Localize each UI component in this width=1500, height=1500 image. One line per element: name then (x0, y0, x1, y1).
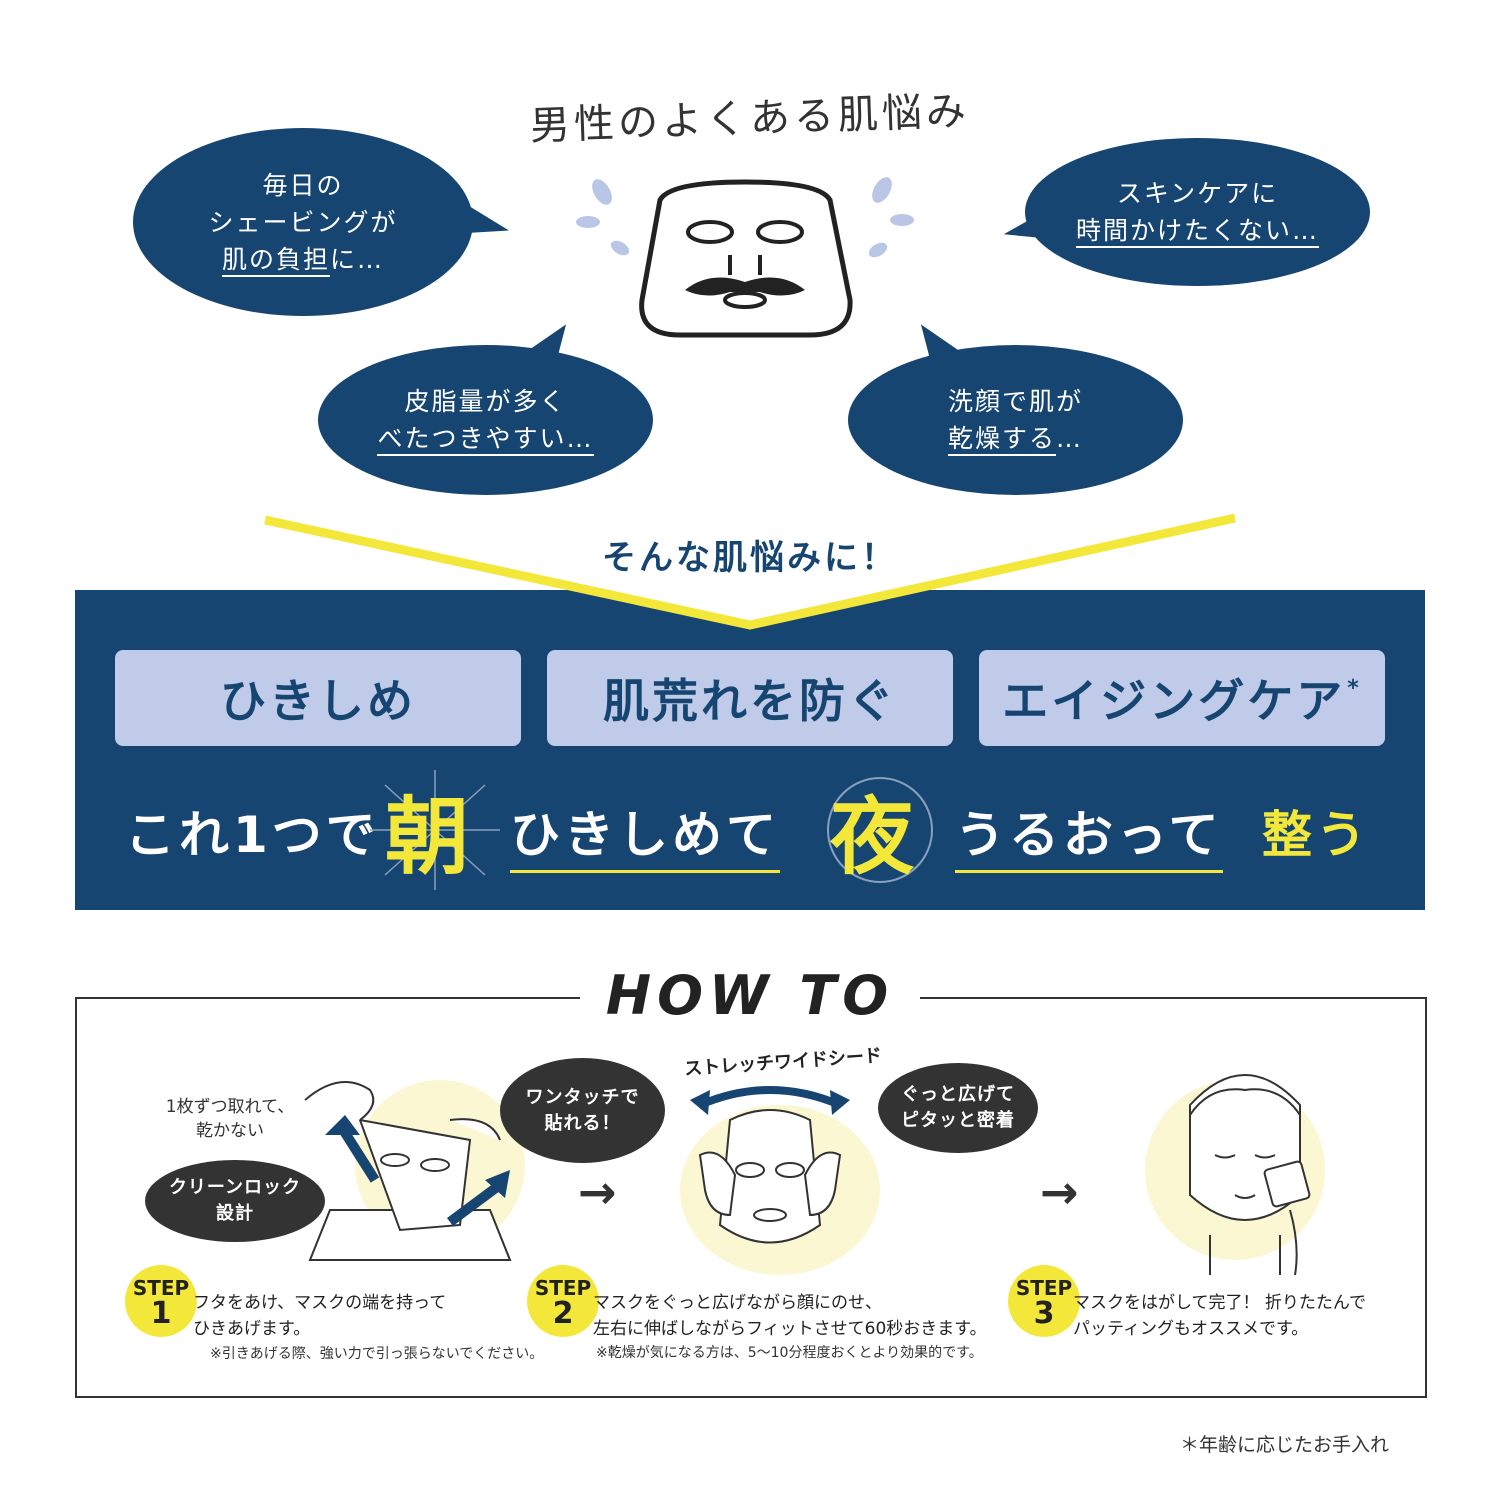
step-text-line: ひきあげます。 (193, 1319, 311, 1339)
step3-text: マスクをはがして完了！ 折りたたんで パッティングもオススメです。 (1073, 1290, 1366, 1342)
howto-title: HOW TO (605, 964, 895, 1027)
footnote: ＊年齢に応じたお手入れ (1180, 1434, 1390, 1456)
pill-label: エイジングケア (1002, 674, 1346, 728)
bubble-text: ぐっと広げて (901, 1084, 1015, 1105)
tagline-night: 夜 (830, 788, 919, 886)
benefit-pill-firming: ひきしめ (115, 650, 521, 746)
bubble-text-underlined: べたつきやすい… (377, 424, 594, 456)
clean-lock-bubble: クリーンロック 設計 (145, 1160, 325, 1242)
step-text-line: マスクをぐっと広げながら顔にのせ、 (593, 1293, 882, 1313)
yellow-chevron (0, 500, 1500, 630)
bubble-text-underlined: 時間かけたくない… (1075, 216, 1319, 248)
step-number: 2 (552, 1296, 574, 1331)
concern-bubble-oily: 皮脂量が多く べたつきやすい… (318, 345, 653, 495)
pill-label: ひきしめ (220, 674, 416, 728)
step2-text: マスクをぐっと広げながら顔にのせ、 左右に伸ばしながらフィットさせて60秒おきま… (593, 1290, 987, 1342)
arrow-icon: → (1040, 1165, 1079, 1219)
concern-bubble-time: スキンケアに 時間かけたくない… (1025, 138, 1370, 286)
concern-bubble-shaving: 毎日の シェービングが 肌の負担に… (133, 128, 473, 316)
sun-burst-icon (370, 770, 500, 890)
tagline-finish: 整う (1262, 806, 1370, 864)
step1-caption: 1枚ずつ取れて、 乾かない (130, 1095, 330, 1143)
mask-face-illustration (576, 177, 914, 338)
bubble-text: 設計 (216, 1203, 254, 1224)
pill-label: 肌荒れを防ぐ (603, 674, 897, 728)
bubble-text: に… (330, 244, 385, 274)
one-touch-bubble: ワンタッチで 貼れる！ (500, 1058, 665, 1163)
tagline-morning: 朝 (385, 788, 474, 886)
benefit-pill-protect: 肌荒れを防ぐ (547, 650, 953, 746)
bubble-text: 洗顔で肌が (947, 387, 1083, 416)
tagline-night-text: うるおって (955, 806, 1223, 873)
bubble-text: ワンタッチで (525, 1086, 640, 1108)
step-text-line: マスクをはがして完了！ 折りたたんで (1073, 1293, 1367, 1313)
howto-title-background (580, 962, 920, 1034)
bubble-text: ピタッと密着 (901, 1110, 1015, 1131)
caption-line: 1枚ずつ取れて、 (165, 1097, 295, 1117)
moon-icon (827, 777, 933, 883)
step1-note: ※引きあげる際、強い力で引っ張らないでください。 (210, 1346, 544, 1362)
bubble-text: 毎日の (262, 170, 344, 200)
bubble-text: スキンケアに (1116, 179, 1279, 208)
step-number: 3 (1033, 1296, 1055, 1331)
step3-badge: STEP 3 (1008, 1265, 1080, 1337)
step2-badge: STEP 2 (527, 1265, 599, 1337)
step-text-line: フタをあけ、マスクの端を持って (193, 1293, 447, 1313)
benefits-subheading: そんな肌悩みに！ (602, 538, 898, 578)
caption-line: 乾かない (196, 1121, 264, 1141)
bubble-text: 皮脂量が多く (404, 387, 567, 416)
arrow-icon: → (578, 1165, 617, 1219)
step-text-line: 左右に伸ばしながらフィットさせて60秒おきます。 (593, 1319, 987, 1339)
step2-note: ※乾燥が気になる方は、5〜10分程度おくとより効果的です。 (596, 1345, 983, 1361)
bubble-text-underlined: 肌の負担 (221, 244, 330, 277)
step-label: STEP (1015, 1276, 1073, 1300)
tagline-night-action: うるおって (955, 795, 1223, 873)
tagline-morning-text: ひきしめて (510, 806, 780, 873)
benefits-panel (75, 590, 1425, 910)
concern-bubble-dry: 洗顔で肌が 乾燥する… (848, 345, 1183, 495)
face-mask-illustration (690, 1086, 850, 1244)
bubble-text: … (1056, 424, 1083, 453)
bubble-text-underlined: 乾燥する (947, 424, 1056, 456)
bubble-text: シェービングが (208, 207, 398, 237)
tagline-morning-action: ひきしめて (510, 795, 780, 873)
step-text-line: パッティングもオススメです。 (1073, 1319, 1309, 1339)
bubble-text: 貼れる！ (544, 1112, 621, 1134)
step-number: 1 (150, 1296, 172, 1331)
mask-package-illustration (304, 1081, 512, 1261)
step-label: STEP (132, 1276, 190, 1300)
man-patting-illustration (1189, 1074, 1311, 1275)
bubble-text: クリーンロック (168, 1177, 302, 1198)
asterisk-mark: * (1347, 675, 1362, 701)
step1-text: フタをあけ、マスクの端を持って ひきあげます。 (193, 1290, 446, 1342)
step1-badge: STEP 1 (125, 1265, 197, 1337)
tagline-lead: これ1つで (125, 806, 380, 864)
benefit-pill-aging: エイジングケア* (979, 650, 1385, 746)
stretch-fit-bubble: ぐっと広げて ピタッと密着 (878, 1063, 1038, 1153)
step-label: STEP (534, 1276, 592, 1300)
